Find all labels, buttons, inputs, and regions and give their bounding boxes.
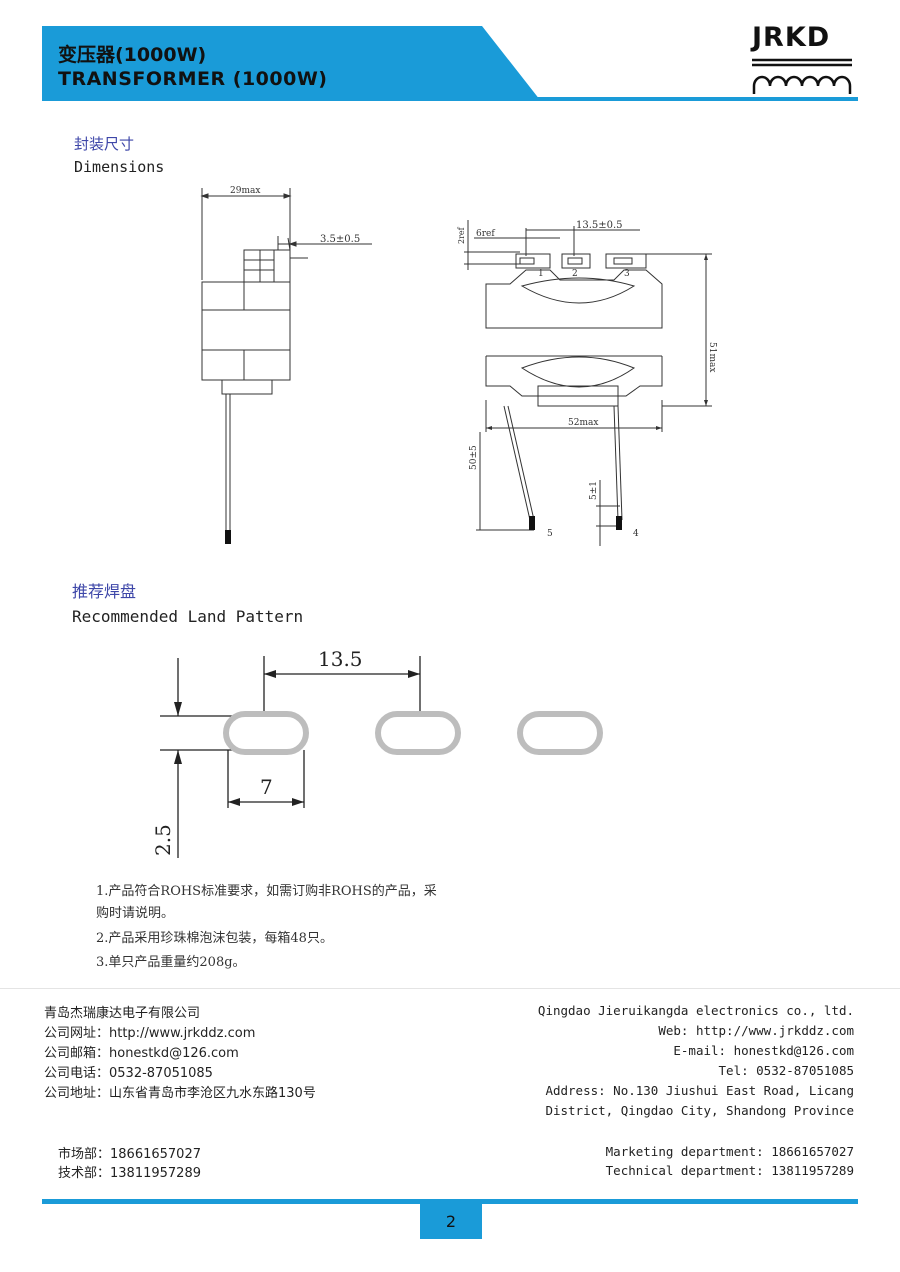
pin-3-label: 3 [624,269,630,279]
page-title-en: TRANSFORMER (1000W) [58,68,328,90]
tech-cn: 技术部：13811957289 [58,1166,201,1181]
side-pin-label: 3.5±0.5 [320,234,360,245]
width-label: 52max [568,418,598,428]
website-cn[interactable]: 公司网址：http://www.jrkddz.com [44,1026,256,1041]
pad-3 [517,711,603,755]
phone-cn: 公司电话：0532-87051085 [44,1066,213,1081]
address-cn: 公司地址：山东省青岛市李沧区九水东路130号 [44,1086,316,1101]
page-title-cn: 变压器(1000W) [58,44,207,66]
website-en[interactable]: Web: http://www.jrkddz.com [658,1023,854,1038]
marketing-en: Marketing department: 18661657027 [605,1144,854,1159]
ref2-label: 2ref [457,226,466,244]
lead-length-label: 50±5 [469,445,479,470]
email-cn[interactable]: 公司邮箱：honestkd@126.com [44,1046,239,1061]
footer-divider [0,988,900,989]
tech-en: Technical department: 13811957289 [605,1163,854,1178]
tip-length-label: 5±1 [589,481,599,500]
brand-logo: JRKD [752,22,831,53]
header-banner [42,26,540,100]
coil-logo-icon [752,58,852,94]
note-1a: 1.产品符合ROHS标准要求，如需订购非ROHS的产品，采 [96,884,437,899]
front-view-drawing: 2ref 6ref 13.5±0.5 1 2 3 51max 52max 50±… [457,220,717,546]
address-en-line1: Address: No.130 Jiushui East Road, Lican… [545,1083,854,1098]
pin-4-label: 4 [633,529,639,539]
dimensions-title-cn: 封装尺寸 [74,135,135,153]
pin-2-label: 2 [572,269,578,279]
pitch-label: 13.5±0.5 [576,220,623,231]
company-name-en: Qingdao Jieruikangda electronics co., lt… [537,1003,854,1018]
pad-width-label: 2.5 [151,824,175,856]
company-name-cn: 青岛杰瑞康达电子有限公司 [44,1006,201,1021]
address-en-line2: District, Qingdao City, Shandong Provinc… [545,1103,854,1118]
side-width-label: 29max [230,186,260,196]
marketing-cn: 市场部：18661657027 [58,1147,201,1162]
dimensions-title-en: Dimensions [74,158,165,176]
header-rule [42,97,858,101]
height-label: 51max [707,342,717,372]
pad-1 [223,711,309,755]
note-3: 3.单只产品重量约208g。 [96,955,246,970]
page-number: 2 [420,1203,482,1239]
land-pattern-title-en: Recommended Land Pattern [72,607,304,626]
note-2: 2.产品采用珍珠棉泡沫包装，每箱48只。 [96,931,333,946]
ref6-label: 6ref [476,229,495,239]
land-pattern-drawing: 13.5 7 2.5 [151,647,603,858]
note-1b: 购时请说明。 [96,906,175,921]
pad-2 [375,711,461,755]
land-pattern-title-cn: 推荐焊盘 [72,582,137,601]
pin-5-label: 5 [547,529,553,539]
side-view-drawing: 29max 3.5±0.5 [200,186,372,544]
pin-1-label: 1 [538,269,544,279]
phone-en: Tel: 0532-87051085 [718,1063,854,1078]
pad-length-label: 7 [260,775,273,799]
footer-rule [42,1199,858,1204]
email-en[interactable]: E-mail: honestkd@126.com [673,1043,854,1058]
pad-pitch-label: 13.5 [318,647,363,671]
